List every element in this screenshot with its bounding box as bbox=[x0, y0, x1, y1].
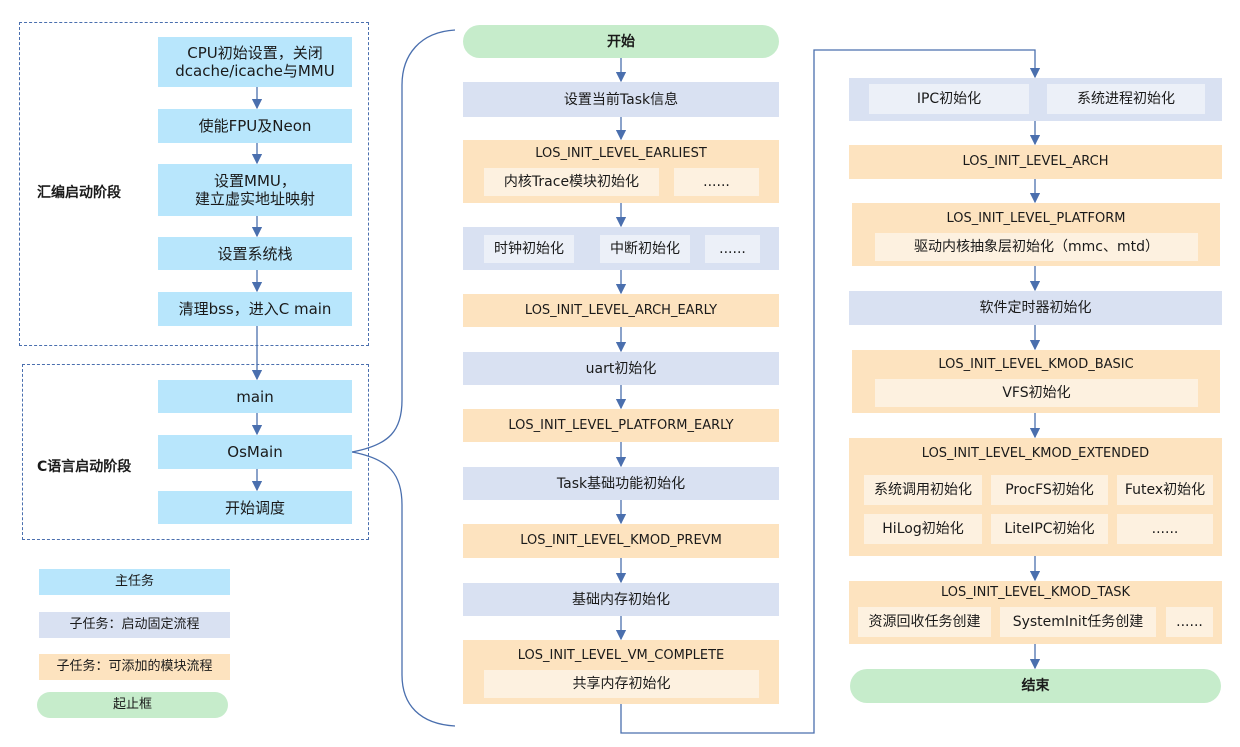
kmod-prevm-level: LOS_INIT_LEVEL_KMOD_PREVM bbox=[463, 524, 779, 558]
fpu-neon-step: 使能FPU及Neon bbox=[158, 109, 352, 143]
clear-bss-step: 清理bss，进入C main bbox=[158, 292, 352, 326]
platform-level-group: LOS_INIT_LEVEL_PLATFORM 驱动内核抽象层初始化（mmc、m… bbox=[852, 203, 1220, 266]
trace-init-item: 内核Trace模块初始化 bbox=[484, 168, 659, 196]
c-stage-label: C语言启动阶段 bbox=[37, 459, 132, 475]
kmod-extended-level-title: LOS_INIT_LEVEL_KMOD_EXTENDED bbox=[921, 446, 1150, 461]
ipc-init-item: IPC初始化 bbox=[869, 84, 1029, 114]
procfs-init-item: ProcFS初始化 bbox=[991, 475, 1108, 505]
system-process-init-item: 系统进程初始化 bbox=[1047, 84, 1205, 114]
arch-level: LOS_INIT_LEVEL_ARCH bbox=[849, 145, 1222, 179]
interrupt-init-item: 中断初始化 bbox=[600, 235, 690, 263]
systeminit-task-item: SystemInit任务创建 bbox=[1000, 607, 1156, 637]
platform-early-level: LOS_INIT_LEVEL_PLATFORM_EARLY bbox=[463, 409, 779, 442]
ipc-group: IPC初始化 系统进程初始化 bbox=[849, 78, 1222, 121]
kmod-basic-level-title: LOS_INIT_LEVEL_KMOD_BASIC bbox=[938, 357, 1134, 372]
clock-more-item: ...... bbox=[705, 235, 760, 263]
driver-abstraction-init-item: 驱动内核抽象层初始化（mmc、mtd） bbox=[875, 233, 1198, 261]
legend-fixed-subtask: 子任务：启动固定流程 bbox=[39, 612, 230, 638]
futex-init-item: Futex初始化 bbox=[1117, 475, 1213, 505]
legend-module-subtask: 子任务：可添加的模块流程 bbox=[39, 654, 230, 680]
set-task-info-step: 设置当前Task信息 bbox=[463, 82, 779, 117]
syscall-init-item: 系统调用初始化 bbox=[864, 475, 982, 505]
end-terminal: 结束 bbox=[850, 669, 1221, 703]
main-step: main bbox=[158, 380, 352, 413]
kmod-task-level-title: LOS_INIT_LEVEL_KMOD_TASK bbox=[941, 585, 1130, 600]
kmod-extended-more-item: ...... bbox=[1117, 514, 1213, 544]
platform-level-title: LOS_INIT_LEVEL_PLATFORM bbox=[946, 211, 1126, 226]
vm-complete-level-group: LOS_INIT_LEVEL_VM_COMPLETE 共享内存初始化 bbox=[463, 640, 779, 704]
kmod-task-level-group: LOS_INIT_LEVEL_KMOD_TASK 资源回收任务创建 System… bbox=[849, 581, 1222, 644]
shared-memory-init-item: 共享内存初始化 bbox=[484, 670, 759, 698]
task-basic-init-step: Task基础功能初始化 bbox=[463, 467, 779, 500]
start-schedule-step: 开始调度 bbox=[158, 491, 352, 524]
osmain-step: OsMain bbox=[158, 435, 352, 469]
soft-timer-init-step: 软件定时器初始化 bbox=[849, 291, 1222, 325]
c-stage-frame bbox=[22, 364, 369, 540]
start-terminal: 开始 bbox=[463, 25, 779, 58]
vfs-init-item: VFS初始化 bbox=[875, 379, 1198, 407]
cpu-init-step: CPU初始设置，关闭 dcache/icache与MMU bbox=[158, 37, 352, 87]
earliest-level-group: LOS_INIT_LEVEL_EARLIEST 内核Trace模块初始化 ...… bbox=[463, 140, 779, 203]
legend-main-task: 主任务 bbox=[39, 569, 230, 595]
asm-stage-label: 汇编启动阶段 bbox=[37, 185, 121, 201]
clock-interrupt-group: 时钟初始化 中断初始化 ...... bbox=[463, 227, 779, 270]
asm-stage-frame bbox=[19, 22, 369, 346]
memory-basic-init-step: 基础内存初始化 bbox=[463, 583, 779, 616]
vm-complete-level-title: LOS_INIT_LEVEL_VM_COMPLETE bbox=[517, 648, 725, 663]
kmod-basic-level-group: LOS_INIT_LEVEL_KMOD_BASIC VFS初始化 bbox=[852, 350, 1220, 413]
earliest-more-item: ...... bbox=[674, 168, 759, 196]
liteipc-init-item: LiteIPC初始化 bbox=[991, 514, 1108, 544]
earliest-level-title: LOS_INIT_LEVEL_EARLIEST bbox=[535, 146, 707, 161]
uart-init-step: uart初始化 bbox=[463, 352, 779, 385]
hilog-init-item: HiLog初始化 bbox=[864, 514, 982, 544]
kmod-extended-level-group: LOS_INIT_LEVEL_KMOD_EXTENDED 系统调用初始化 Pro… bbox=[849, 438, 1222, 556]
resource-recycle-task-item: 资源回收任务创建 bbox=[858, 607, 991, 637]
mmu-setup-step: 设置MMU， 建立虚实地址映射 bbox=[158, 164, 352, 216]
arch-early-level: LOS_INIT_LEVEL_ARCH_EARLY bbox=[463, 294, 779, 327]
clock-init-item: 时钟初始化 bbox=[484, 235, 574, 263]
kmod-task-more-item: ...... bbox=[1166, 607, 1213, 637]
legend-terminal: 起止框 bbox=[37, 692, 228, 718]
system-stack-step: 设置系统栈 bbox=[158, 237, 352, 270]
